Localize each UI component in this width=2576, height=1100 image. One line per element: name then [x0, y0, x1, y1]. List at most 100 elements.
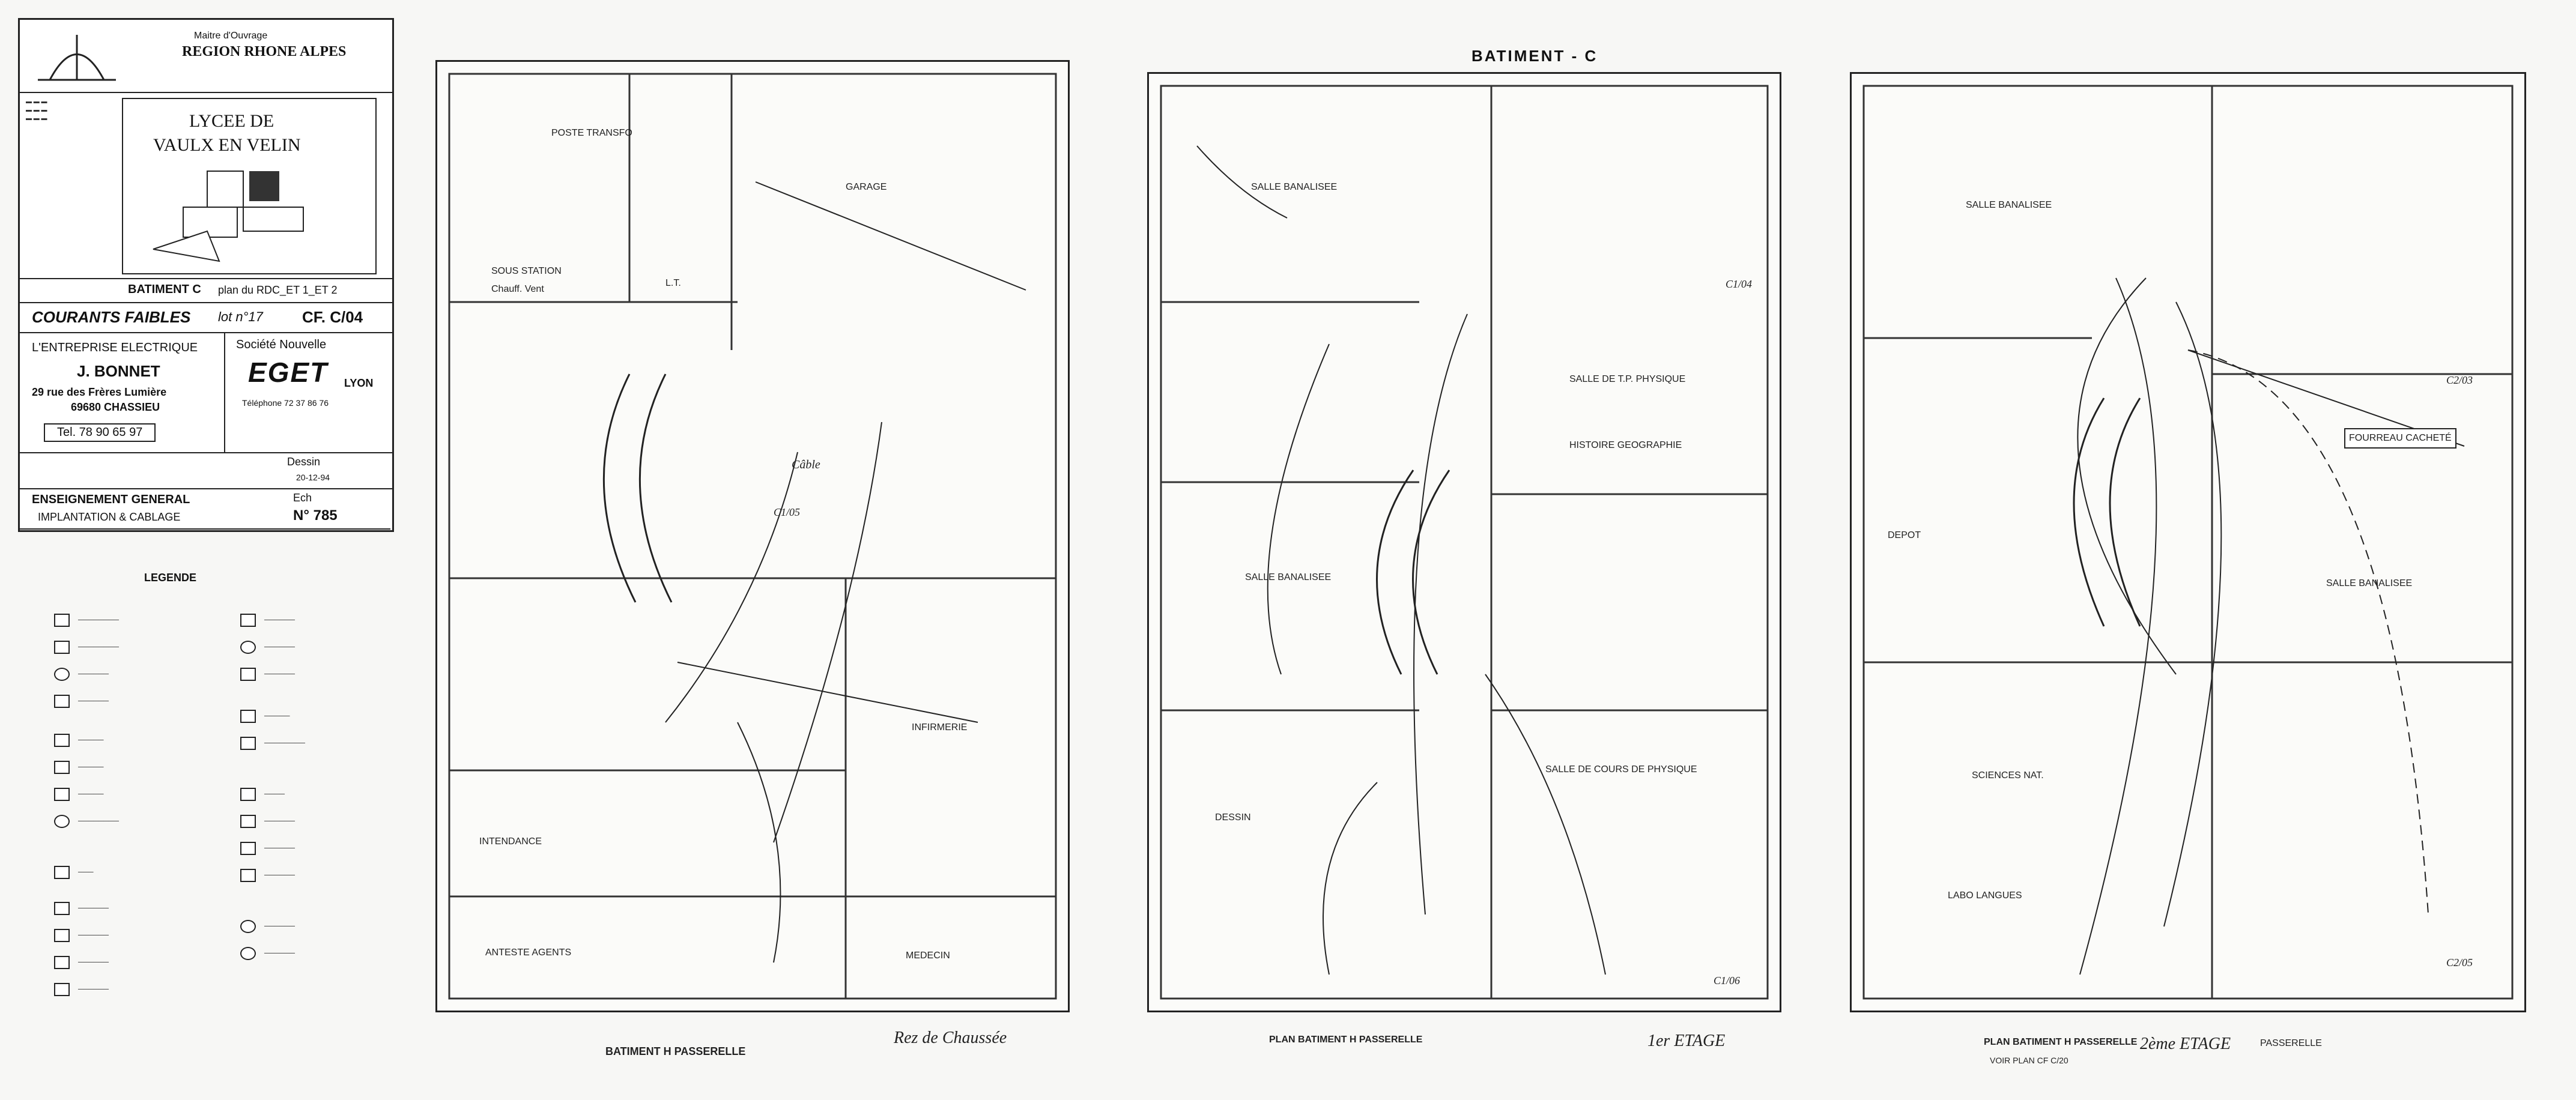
room-depot: DEPOT [1888, 530, 1921, 540]
contractor-row: L'ENTREPRISE ELECTRIQUE J. BONNET 29 rue… [20, 332, 392, 453]
legend-item-graphic: ───── [78, 763, 104, 772]
subject-row: ENSEIGNEMENT GENERAL IMPLANTATION & CABL… [20, 488, 392, 529]
room-sous-station: SOUS STATION [491, 266, 562, 276]
legend-item: ────── [54, 983, 109, 996]
rdc-name: Rez de Chaussée [894, 1029, 1007, 1047]
plan-et2: SALLE BANALISEE SALLE BANALISEE DEPOT LA… [1850, 72, 2526, 1065]
legend-item-graphic: ────── [264, 817, 295, 826]
legend-item-graphic: ────── [78, 985, 109, 994]
legend-item: ──────── [54, 815, 119, 828]
plan-rdc: POSTE TRANSFO GARAGE SOUS STATION Chauff… [435, 60, 1070, 1057]
legend-item-graphic: ────── [78, 931, 109, 940]
note-c1-05: C1/05 [774, 506, 801, 518]
phone-symbol-icon [54, 734, 70, 747]
clock-symbol-icon [240, 614, 256, 627]
site-plan-icon [153, 171, 304, 262]
note-c1-06: C1/06 [1714, 975, 1741, 987]
fire-alarm-symbol-icon [240, 788, 256, 801]
title-block: Maitre d'Ouvrage REGION RHONE ALPES LYCE… [18, 18, 394, 532]
alarm-symbol-icon [54, 956, 70, 969]
rdc-footer: BATIMENT H PASSERELLE [605, 1045, 746, 1057]
school-line1: LYCEE DE [189, 111, 274, 131]
et1-footer: PLAN BATIMENT H PASSERELLE [1269, 1035, 1423, 1045]
et2-footer: PLAN BATIMENT H PASSERELLE [1984, 1037, 2138, 1047]
phone-symbol-icon [54, 761, 70, 774]
legend-item: ────── [54, 695, 109, 708]
region-logo-icon [38, 35, 116, 81]
room-salle-banalisee-2: SALLE BANALISEE [1245, 572, 1332, 582]
note-cable: Câble [792, 458, 820, 471]
legend-item: ────── [54, 929, 109, 942]
contractor-label: L'ENTREPRISE ELECTRIQUE [32, 341, 198, 354]
legend-title: LEGENDE [144, 572, 197, 584]
outlet-symbol-icon [54, 641, 70, 654]
maitre-label: Maitre d'Ouvrage [194, 31, 268, 41]
contractor-address: 29 rue des Frères Lumière [32, 386, 167, 398]
room-salle-banalisee-1: SALLE BANALISEE [1251, 182, 1338, 192]
room-salle-banalisee-4: SALLE BANALISEE [2326, 578, 2413, 588]
revision-notes: ▬ ▬ ▬▬ ▬ ▬▬ ▬ ▬ [26, 98, 47, 123]
antenna-symbol-icon [240, 710, 256, 723]
legend-item: ──────── [240, 737, 305, 750]
contractor-phone: Tel. 78 90 65 97 [44, 423, 156, 442]
contractor-box: L'ENTREPRISE ELECTRIQUE J. BONNET 29 rue… [20, 332, 225, 452]
legend-item: ────── [54, 668, 109, 681]
room-medecin: MEDECIN [906, 950, 950, 961]
client-row: Maitre d'Ouvrage REGION RHONE ALPES [20, 20, 392, 93]
legend-item-graphic: ────── [264, 949, 295, 958]
legend-item-graphic: ───── [78, 790, 104, 799]
clock-symbol-icon [240, 641, 256, 654]
et2-extra: PASSERELLE [2260, 1038, 2322, 1048]
legend-item-graphic: ───── [264, 712, 290, 721]
detector-symbol-icon [54, 668, 70, 681]
legend-item: ───── [54, 761, 104, 774]
society-name: EGET [248, 357, 329, 388]
speaker-symbol-icon [54, 695, 70, 708]
plan-et2-drawing [1862, 85, 2514, 1000]
legend-item-graphic: ──────── [78, 642, 120, 651]
intercom-symbol-icon [54, 929, 70, 942]
fire-alarm-symbol-icon [240, 815, 256, 828]
room-salle-banalisee-3: SALLE BANALISEE [1966, 200, 2052, 210]
building-row: BATIMENT C plan du RDC_ET 1_ET 2 [20, 278, 392, 303]
sound-symbol-icon [54, 866, 70, 879]
school-row: LYCEE DE VAULX EN VELIN ▬ ▬ ▬▬ ▬ ▬▬ ▬ ▬ [20, 92, 392, 279]
school-line2: VAULX EN VELIN [153, 135, 301, 155]
legend-item: ────── [54, 956, 109, 969]
et2-name: 2ème ETAGE [2140, 1035, 2231, 1053]
client-name: REGION RHONE ALPES [182, 44, 347, 59]
lot-number: lot n°17 [218, 309, 263, 324]
clock-symbol-icon [240, 668, 256, 681]
sensor-symbol-icon [54, 815, 70, 828]
legend-item: ────── [240, 815, 295, 828]
room-infirmerie: INFIRMERIE [912, 722, 968, 733]
room-salle-tp: SALLE DE T.P. PHYSIQUE [1569, 374, 1686, 384]
doc-code: CF. C/04 [302, 308, 363, 326]
legend-item: ──────── [54, 614, 119, 627]
plan-et1-drawing [1160, 85, 1769, 1000]
legend-item: ───── [240, 710, 290, 723]
legend-item: ──── [240, 788, 285, 801]
legend-item-graphic: ────── [264, 615, 295, 624]
evac-symbol-icon [240, 920, 256, 933]
legend-item: ───── [54, 788, 104, 801]
legend-item-graphic: ──── [264, 790, 285, 799]
room-poste-transfo: POSTE TRANSFO [551, 128, 632, 138]
note-fourreau: FOURREAU CACHETÉ [2344, 428, 2456, 449]
legend-item: ────── [240, 668, 295, 681]
legend-item: ────── [240, 641, 295, 654]
legend-item-graphic: ────── [78, 904, 109, 913]
legend-item-graphic: ────── [78, 958, 109, 967]
antenna-symbol-icon [240, 737, 256, 750]
legend-item: ────── [240, 614, 295, 627]
legend-item-graphic: ───── [78, 736, 104, 745]
legend-item-graphic: ────── [264, 669, 295, 678]
fire-alarm-symbol-icon [240, 842, 256, 855]
legend-item: ────── [240, 869, 295, 882]
legend-item-graphic: ─── [78, 868, 94, 877]
society-label: Société Nouvelle [236, 338, 327, 351]
section-name: COURANTS FAIBLES [32, 308, 191, 326]
fire-alarm-symbol-icon [240, 869, 256, 882]
subject-sub: IMPLANTATION & CABLAGE [38, 511, 181, 523]
